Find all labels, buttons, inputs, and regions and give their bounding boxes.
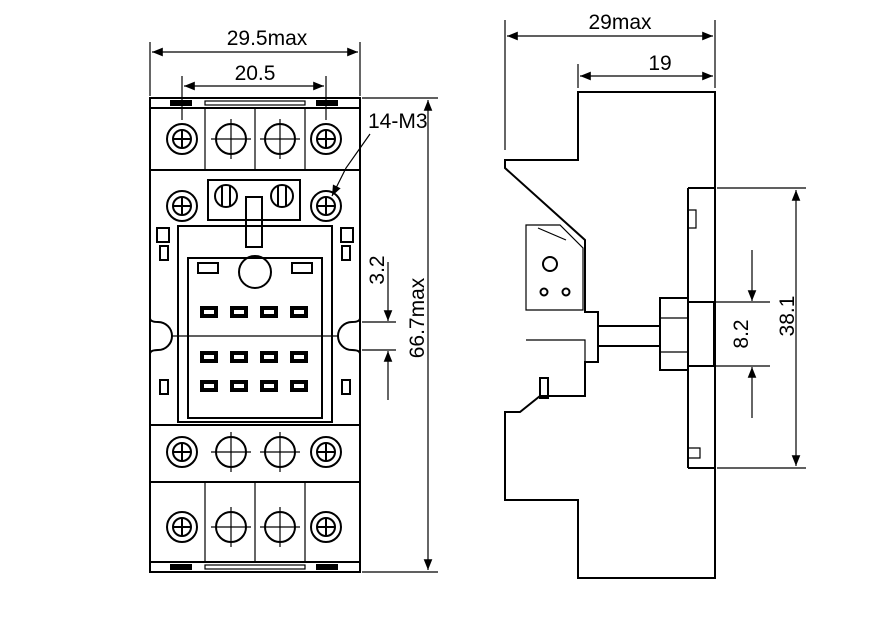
terminal-screw-icon [310, 436, 342, 468]
terminal-hole-icon [259, 506, 301, 548]
dim-overall-height: 66.7max [406, 277, 429, 358]
front-view: 29.5max 20.5 14-M3 66.7max 3.2 [149, 27, 438, 573]
terminal-hole-icon [210, 431, 252, 473]
dim-screw-callout: 14-M3 [368, 110, 428, 133]
dim-rail-height: 38.1 [776, 296, 799, 337]
dim-overall-depth: 29max [588, 11, 652, 34]
terminal-hole-icon [210, 118, 252, 160]
dim-slot-height: 3.2 [366, 255, 389, 284]
terminal-screw-icon [166, 511, 198, 543]
terminal-screw-icon [310, 123, 342, 155]
side-outline [504, 91, 716, 579]
dim-rail-slot: 8.2 [730, 319, 753, 348]
dim-overall-width: 29.5max [227, 27, 308, 50]
dim-rail-offset: 19 [648, 52, 671, 75]
terminal-screw-icon [310, 190, 342, 222]
terminal-screw-icon [166, 436, 198, 468]
terminal-hole-icon [259, 118, 301, 160]
terminal-hole-icon [259, 431, 301, 473]
terminal-hole-icon [210, 506, 252, 548]
terminal-screw-icon [166, 123, 198, 155]
front-outline [149, 97, 361, 573]
dim-screw-pitch: 20.5 [235, 62, 276, 85]
terminal-screw-icon [166, 190, 198, 222]
side-view: 29max 19 38.1 8.2 [504, 11, 806, 579]
terminal-screw-icon [310, 511, 342, 543]
